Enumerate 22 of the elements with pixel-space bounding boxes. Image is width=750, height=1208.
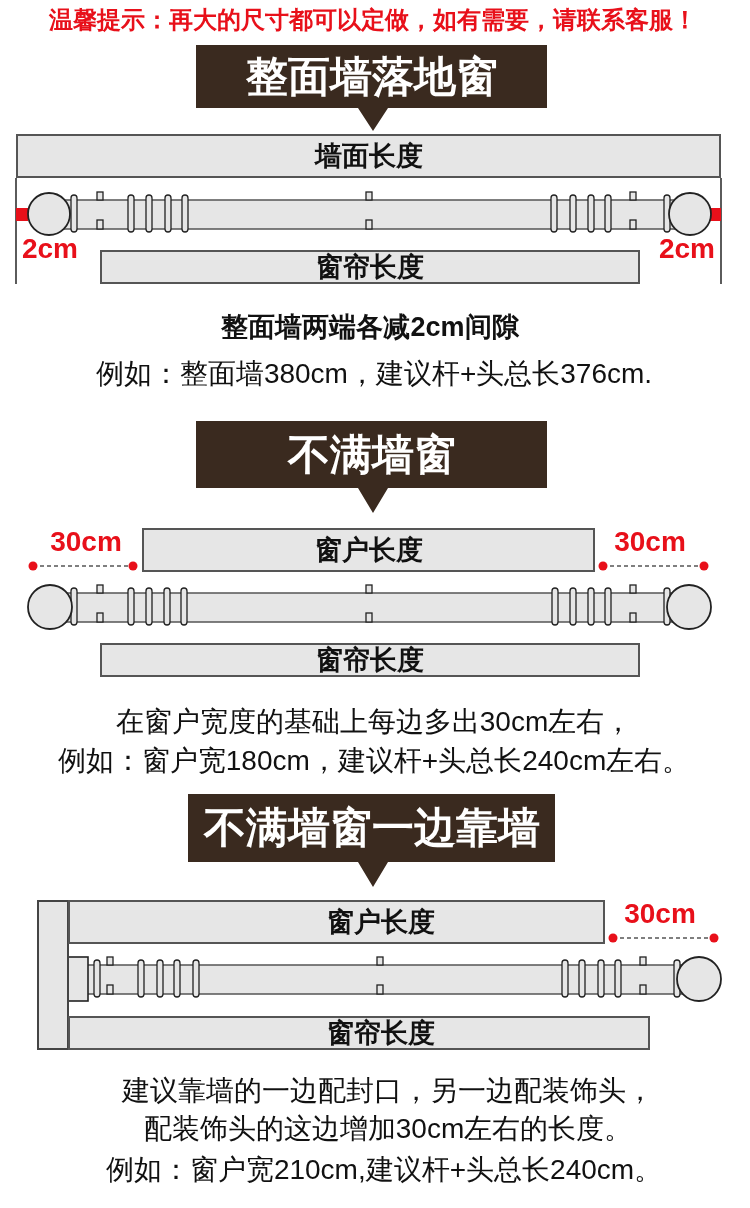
title-banner: 不满墙窗一边靠墙: [188, 794, 555, 887]
example-text: 例如：窗户宽210cm,建议杆+头总长240cm。: [105, 1153, 663, 1187]
title-banner: 不满墙窗: [196, 421, 547, 513]
length-bar: 窗户长度: [142, 528, 595, 572]
title-banner: 整面墙落地窗: [196, 45, 547, 131]
length-bar: 窗帘长度: [100, 643, 640, 677]
length-bar: 墙面长度: [16, 134, 721, 178]
example-text: 例如：整面墙380cm，建议杆+头总长376cm.: [95, 357, 653, 391]
measure-label: 2cm: [659, 232, 715, 266]
instruction-text: 建议靠墙的一边配封口，另一边配装饰头，配装饰头的这边增加30cm左右的长度。: [120, 1074, 655, 1146]
notice-text: 温馨提示：再大的尺寸都可以定做，如有需要，请联系客服！: [49, 5, 697, 35]
example-text: 例如：窗户宽180cm，建议杆+头总长240cm左右。: [57, 744, 691, 778]
measure-label: 30cm: [614, 525, 686, 559]
measure-label: 2cm: [22, 232, 78, 266]
measure-label: 30cm: [624, 897, 696, 931]
length-bar: 窗户长度: [68, 900, 605, 944]
measure-label: 30cm: [50, 525, 122, 559]
wall-block: [37, 900, 69, 1050]
length-bar: 窗帘长度: [100, 250, 640, 284]
length-bar: 窗帘长度: [68, 1016, 650, 1050]
instruction-text: 整面墙两端各减2cm间隙: [221, 310, 519, 344]
instruction-text: 在窗户宽度的基础上每边多出30cm左右，: [115, 705, 633, 739]
